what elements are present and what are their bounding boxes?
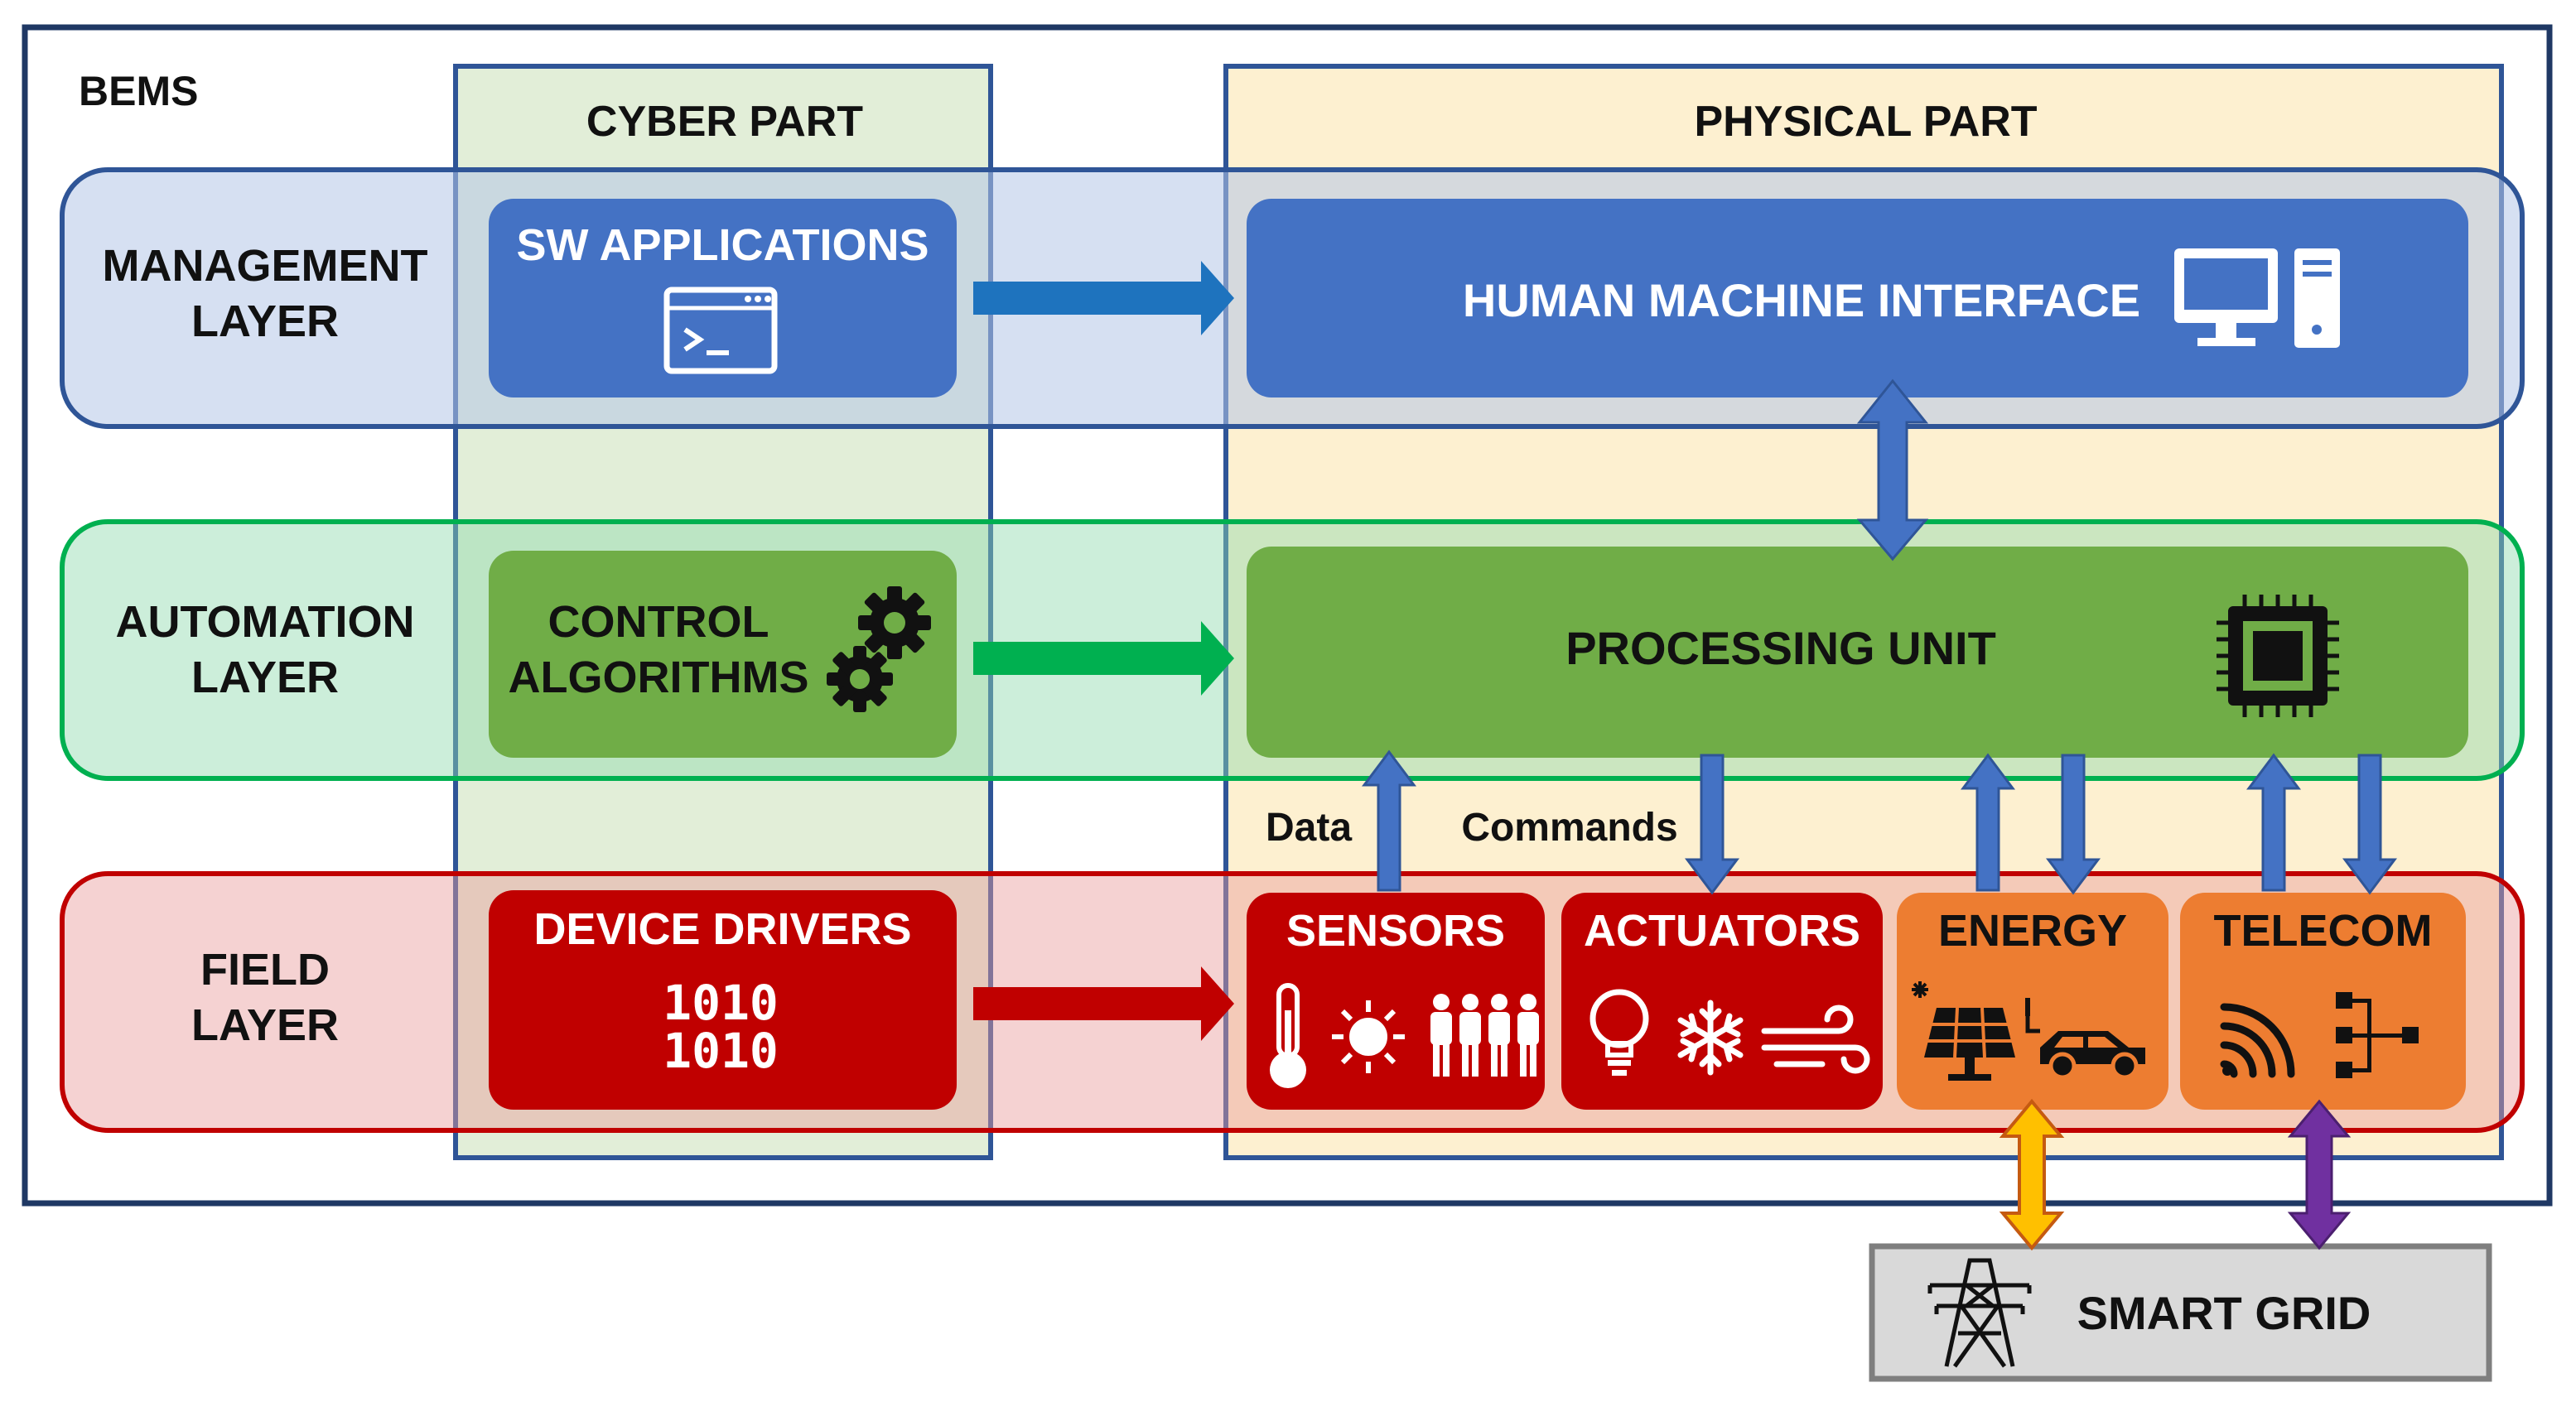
telecom-block [2180, 893, 2466, 1110]
electric-car-icon [2025, 998, 2145, 1080]
light-bulb-icon [1589, 989, 1649, 1076]
arrow-drivers-to-field [973, 966, 1234, 1041]
device-drivers-block [489, 890, 957, 1110]
data-flow-label: Data [1265, 806, 1353, 850]
processing-unit-block [1247, 547, 2468, 758]
control-algorithms-block [489, 551, 957, 758]
automation-layer-line1: AUTOMATION [115, 596, 415, 647]
sun-icon [1332, 1000, 1405, 1073]
binary-line2: 1010 [663, 1023, 779, 1079]
hmi-block [1247, 199, 2468, 397]
actuators-block [1561, 893, 1883, 1110]
sw-applications-block [489, 199, 957, 397]
management-layer-label: MANAGEMENT LAYER [70, 228, 460, 360]
cyber-part-title: CYBER PART [586, 98, 864, 146]
arrow-hmi-processing [1856, 378, 1929, 561]
arrow-commands-down [1685, 754, 1739, 895]
wind-icon [1761, 1005, 1870, 1074]
automation-layer-label: AUTOMATION LAYER [70, 584, 460, 716]
sw-applications-label: SW APPLICATIONS [516, 220, 929, 271]
field-layer-line1: FIELD [200, 944, 330, 995]
management-layer-line1: MANAGEMENT [102, 240, 428, 291]
physical-part-title: PHYSICAL PART [1694, 98, 2038, 146]
device-drivers-label: DEVICE DRIVERS [533, 904, 912, 955]
sensors-label: SENSORS [1286, 906, 1506, 956]
arrow-data-up [1362, 749, 1416, 892]
smart-grid-label: SMART GRID [2077, 1286, 2371, 1339]
arrow-sw-to-hmi [973, 261, 1234, 335]
processing-unit-label: PROCESSING UNIT [1565, 621, 1996, 674]
automation-layer-line2: LAYER [191, 653, 340, 702]
cpu-chip-icon [2217, 595, 2339, 717]
computer-icon [2174, 248, 2340, 348]
thermometer-icon [1270, 983, 1306, 1088]
arrow-energy-down [2046, 754, 2101, 895]
control-algorithms-line2: ALGORITHMS [508, 653, 809, 702]
gears-icon [827, 586, 931, 712]
terminal-icon [663, 287, 778, 374]
control-algorithms-line1: CONTROL [548, 596, 769, 647]
telecom-label: TELECOM [2213, 906, 2433, 956]
solar-panel-icon [1912, 981, 2015, 1081]
smart-grid-box [1869, 1243, 2492, 1382]
field-layer-label: FIELD LAYER [70, 932, 460, 1064]
energy-label: ENERGY [1937, 906, 2128, 956]
arrow-telecom-up [2246, 753, 2301, 892]
actuators-label: ACTUATORS [1584, 906, 1860, 956]
bems-label: BEMS [79, 67, 199, 114]
transmission-tower-icon [1927, 1258, 2032, 1368]
management-layer-line2: LAYER [191, 296, 340, 346]
hmi-label: HUMAN MACHINE INTERFACE [1462, 273, 2141, 326]
binary-line1: 1010 [663, 975, 779, 1031]
arrow-telecom-smartgrid [2287, 1099, 2352, 1250]
snowflake-icon [1677, 1000, 1744, 1076]
field-layer-line2: LAYER [191, 1000, 340, 1050]
arrow-energy-smartgrid [1999, 1098, 2065, 1251]
arrow-control-to-processing [973, 621, 1234, 696]
arrow-telecom-down [2342, 754, 2397, 895]
sensors-block [1247, 893, 1545, 1110]
control-algorithms-label: CONTROL ALGORITHMS [493, 580, 824, 720]
binary-icon: 1010 1010 [638, 973, 803, 1081]
network-icon [2336, 992, 2419, 1078]
commands-flow-label: Commands [1461, 806, 1678, 850]
wifi-icon [2220, 1003, 2295, 1078]
people-icon [1430, 994, 1539, 1077]
arrow-energy-up [1961, 753, 2015, 892]
